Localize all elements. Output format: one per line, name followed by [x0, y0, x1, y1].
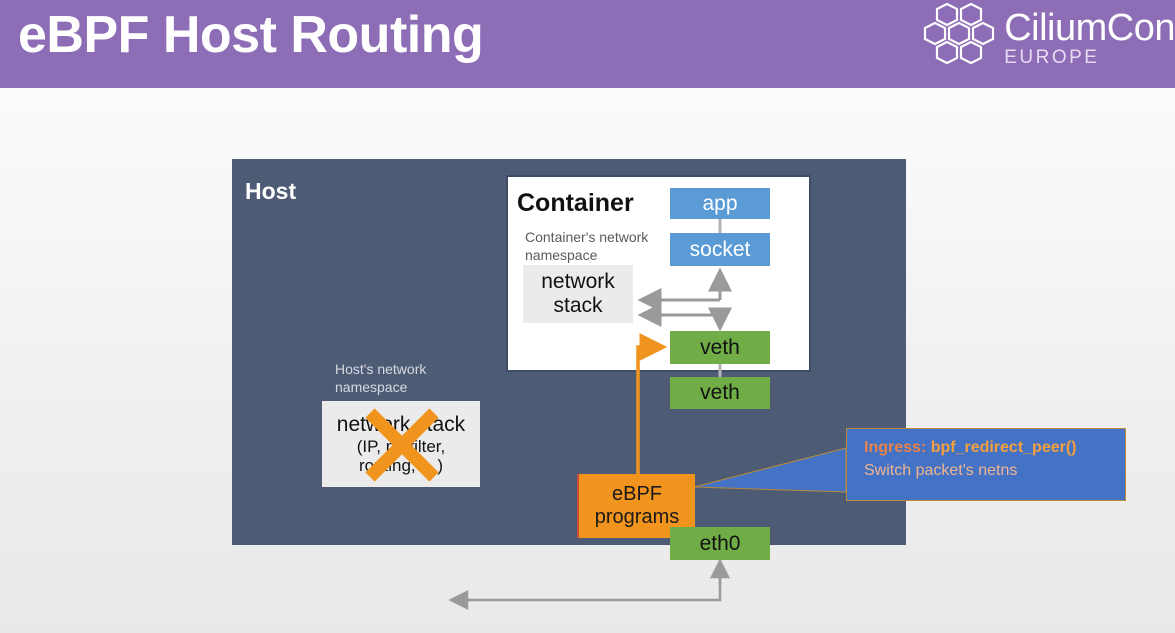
- host-network-stack-line2: (IP, netfilter,: [356, 436, 446, 456]
- callout-line1: Ingress: bpf_redirect_peer(): [864, 438, 1125, 459]
- container-label: Container: [517, 189, 634, 217]
- host-label: Host: [245, 178, 297, 204]
- node-veth-container: veth: [670, 331, 770, 364]
- ciliumcon-logo: CiliumCon EUROPE: [920, 3, 1175, 73]
- callout-ingress-redirect: Ingress: bpf_redirect_peer() Switch pack…: [846, 428, 1126, 501]
- node-veth-host: veth: [670, 377, 770, 409]
- container-network-stack-line2: stack: [553, 294, 603, 317]
- node-socket: socket: [670, 233, 770, 266]
- host-namespace-label: Host's network namespace: [335, 361, 427, 395]
- host-network-stack-line1: network stack: [336, 413, 466, 437]
- container-network-stack-box: network stack: [523, 265, 633, 323]
- logo-name: CiliumCon: [1004, 7, 1175, 49]
- header-band: eBPF Host Routing CiliumCon EUROPE: [0, 0, 1175, 88]
- container-network-stack-line1: network: [541, 269, 615, 293]
- logo-subtitle: EUROPE: [1004, 47, 1100, 68]
- node-eth0: eth0: [670, 527, 770, 560]
- logo-text-block: CiliumCon EUROPE: [1004, 9, 1175, 67]
- callout-line2: Switch packet's netns: [864, 461, 1018, 479]
- callout-code: bpf_redirect_peer(): [930, 439, 1077, 456]
- node-app: app: [670, 188, 770, 219]
- callout-lead: Ingress:: [864, 439, 931, 456]
- host-network-stack-box: network stack (IP, netfilter, routing, ……: [322, 401, 480, 487]
- cilium-hexagons-icon: [924, 3, 995, 65]
- container-namespace-label: Container's network namespace: [525, 229, 649, 263]
- page-title: eBPF Host Routing: [18, 6, 484, 64]
- ebpf-label-line1: eBPF: [611, 483, 663, 505]
- ebpf-label-line2: programs: [594, 506, 680, 528]
- host-network-stack-line3: routing, …): [358, 455, 444, 475]
